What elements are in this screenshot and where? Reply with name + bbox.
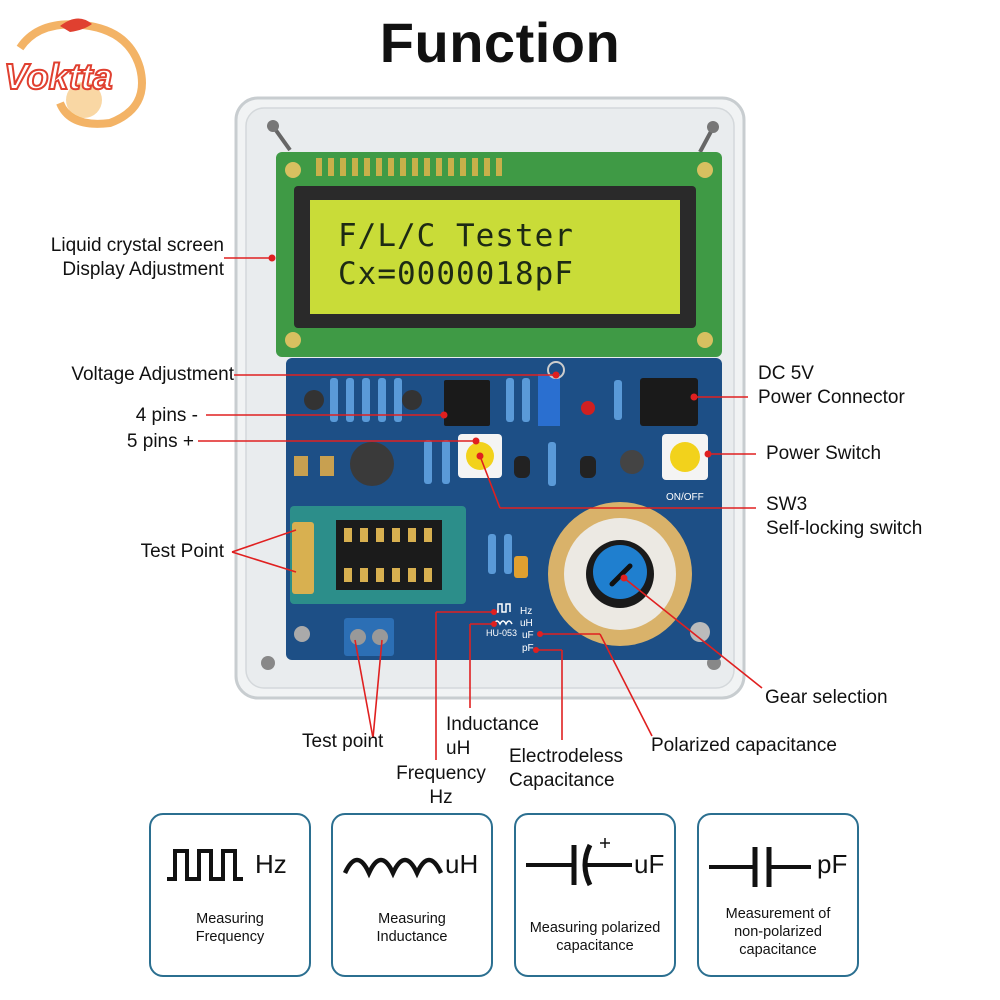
label-inductance-line1: Inductance — [446, 714, 539, 735]
label-lcd-screen-line1: Liquid crystal screen — [50, 235, 224, 256]
label-sw3: SW3 Self-locking switch — [766, 493, 922, 541]
card-inductance-desc: Measuring Inductance — [333, 910, 491, 946]
capacitor — [304, 390, 324, 410]
board-hz: Hz — [520, 606, 532, 617]
resistors — [330, 378, 622, 574]
card-polarized-capacitance: uF Measuring polarized capacitance — [514, 813, 676, 977]
label-polarized-capacitance: Polarized capacitance — [651, 735, 837, 756]
card-non-polarized-desc: Measurement of non-polarized capacitance — [699, 905, 857, 959]
card-frequency-desc: Measuring Frequency — [151, 910, 309, 946]
label-test-point: Test Point — [140, 541, 224, 562]
power-switch[interactable] — [670, 442, 700, 472]
label-dc-power-line1: DC 5V — [758, 363, 814, 384]
card-frequency-desc-line2: Frequency — [195, 929, 265, 945]
lcd-line-1: F/L/C Tester — [338, 218, 574, 254]
label-frequency-line2: Hz — [429, 787, 453, 808]
card-inductance-desc-line2: Inductance — [376, 929, 448, 945]
label-gear-selection: Gear selection — [765, 687, 888, 708]
label-frequency: Frequency Hz — [380, 762, 502, 810]
case-screws — [261, 120, 721, 670]
on-off-label: ON/OFF — [666, 492, 704, 503]
label-lcd-screen: Liquid crystal screen Display Adjustment — [0, 234, 224, 282]
label-inductance-line2: uH — [446, 738, 471, 759]
gear-selection-knob[interactable] — [593, 545, 647, 599]
card-non-polarized-desc-line1: Measurement of — [725, 906, 831, 922]
device-illustration: F/L/C Tester Cx=0000018pF ON/OFF — [198, 96, 763, 760]
brand-name: Voktta — [3, 55, 114, 98]
label-test-point-bottom: Test point — [302, 731, 384, 752]
led-indicator — [581, 401, 595, 415]
card-polarized-desc-line1: Measuring polarized — [529, 920, 661, 936]
card-non-polarized-desc-line3: capacitance — [739, 942, 817, 958]
page-title: Function — [379, 11, 621, 74]
label-inductance: Inductance uH — [446, 713, 539, 761]
lcd-line-2: Cx=0000018pF — [338, 256, 574, 292]
board-uh-mark-icon — [493, 620, 513, 626]
board-hz-mark-icon — [494, 603, 511, 613]
card-frequency-unit: Hz — [255, 849, 287, 879]
card-polarized-desc: Measuring polarized capacitance — [516, 919, 674, 955]
label-5-pins: 5 pins + — [126, 431, 194, 452]
voltage-potentiometer — [538, 374, 560, 426]
square-wave-icon — [167, 849, 243, 881]
board-uh: uH — [520, 618, 533, 629]
card-inductance: uH Measuring Inductance — [331, 813, 493, 977]
callout-dots — [268, 254, 712, 653]
polarized-capacitor-icon — [526, 838, 632, 887]
board-model: HU-053 — [486, 628, 517, 638]
label-sw3-line2: Self-locking switch — [766, 518, 923, 539]
capacitor-icon — [709, 847, 811, 887]
card-frequency: Hz Measuring Frequency — [149, 813, 311, 977]
inductor — [350, 442, 394, 486]
label-sw3-line1: SW3 — [766, 494, 808, 515]
logo-swirl-icon — [16, 18, 146, 128]
card-inductance-unit: uH — [445, 849, 479, 879]
card-non-polarized-capacitance: pF Measurement of non-polarized capacita… — [697, 813, 859, 977]
label-electrodeless-line1: Electrodeless — [509, 746, 624, 767]
label-dc-power: DC 5V Power Connector — [758, 362, 905, 410]
label-power-switch: Power Switch — [766, 443, 882, 464]
card-polarized-desc-line2: capacitance — [556, 938, 634, 954]
brand-logo: Voktta — [0, 8, 170, 128]
inductor-coil-icon — [343, 857, 443, 879]
board-uf: uF — [522, 630, 534, 641]
ic-chip — [444, 380, 490, 426]
card-non-polarized-desc-line2: non-polarized — [734, 924, 822, 940]
label-electrodeless-line2: Capacitance — [509, 770, 615, 791]
callout-lines — [198, 257, 763, 760]
board-pf: pF — [522, 643, 534, 654]
card-non-polarized-unit: pF — [817, 849, 848, 879]
label-lcd-screen-line2: Display Adjustment — [62, 259, 224, 280]
dc-jack — [640, 378, 698, 426]
card-polarized-unit: uF — [634, 849, 665, 879]
label-electrodeless-capacitance: Electrodeless Capacitance — [509, 745, 623, 793]
lcd-screen — [310, 200, 680, 314]
label-voltage-adjustment: Voltage Adjustment — [71, 364, 234, 385]
label-4-pins: 4 pins - — [135, 405, 198, 426]
label-frequency-line1: Frequency — [396, 763, 486, 784]
card-frequency-desc-line1: Measuring — [196, 911, 264, 927]
label-dc-power-line2: Power Connector — [758, 387, 905, 408]
card-inductance-desc-line1: Measuring — [378, 911, 446, 927]
